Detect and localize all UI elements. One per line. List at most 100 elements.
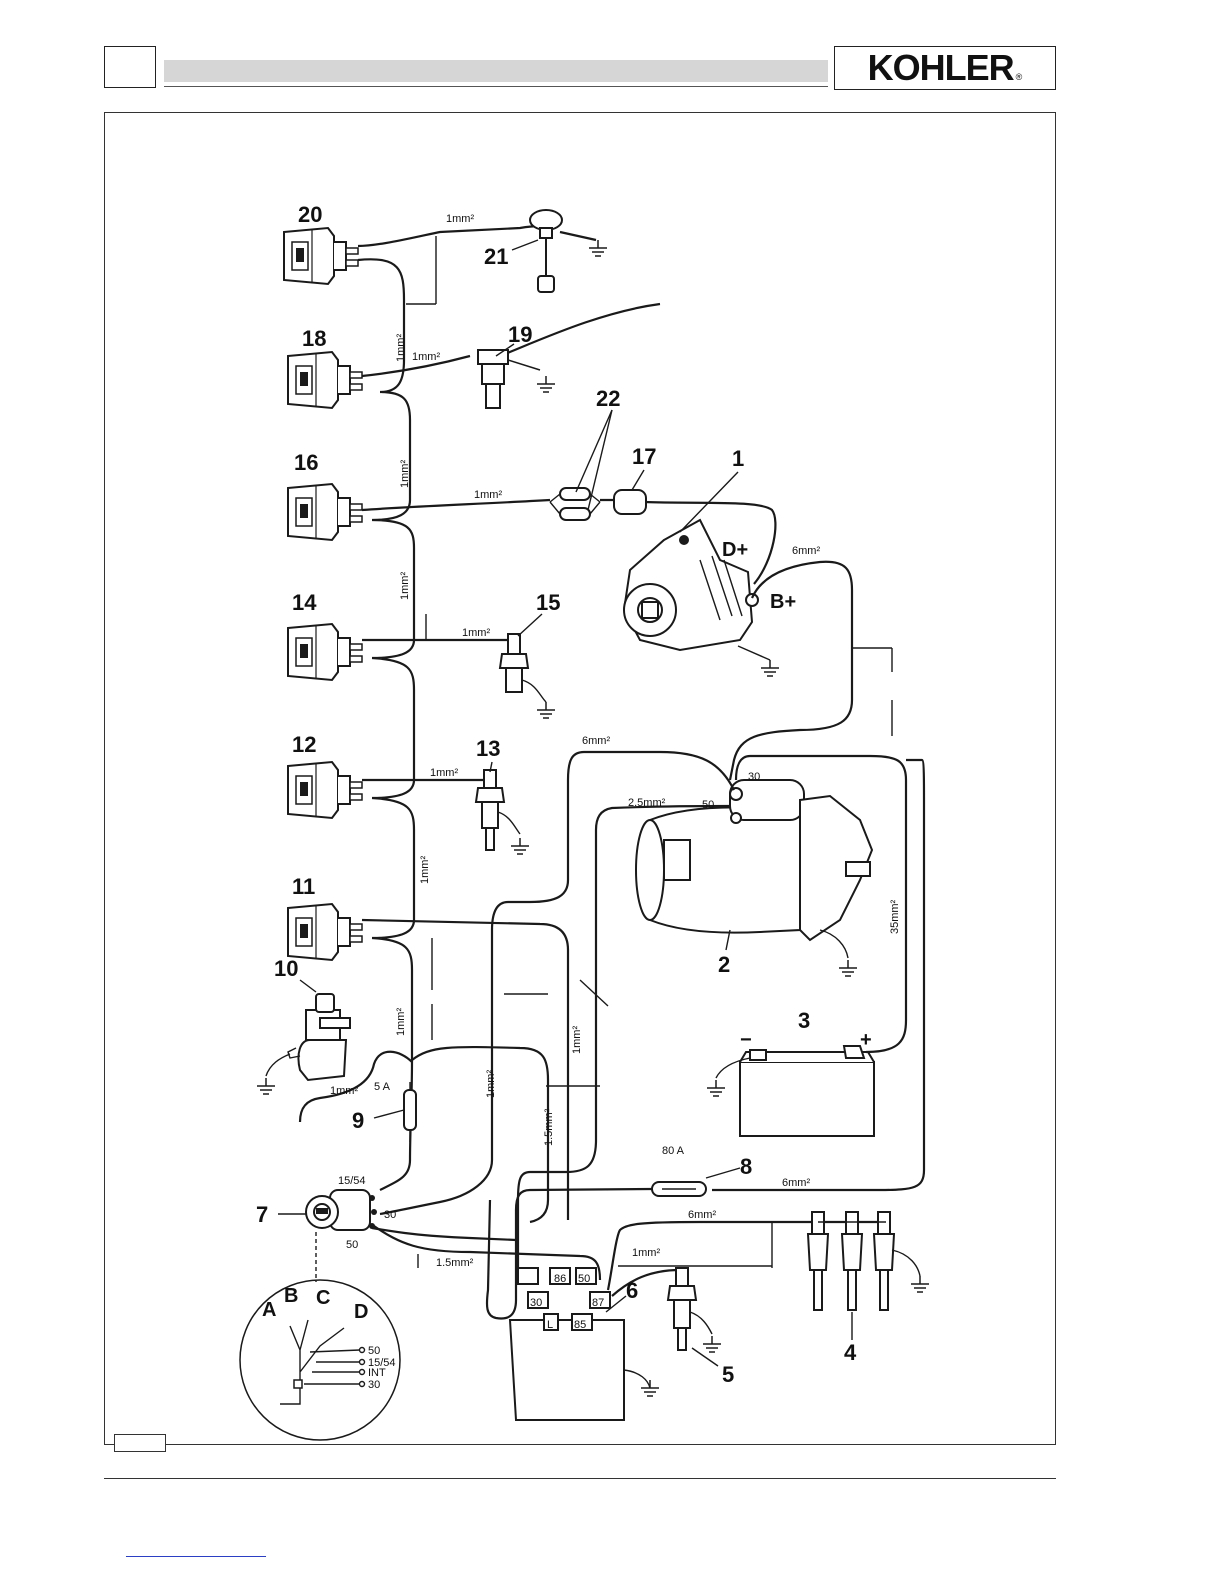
ground-icon xyxy=(761,660,779,676)
wire-label: 1mm² xyxy=(485,1070,497,1098)
relay-30-terminal: 30 xyxy=(530,1297,542,1309)
label-2: 2 xyxy=(718,952,730,977)
wire-label: 1mm² xyxy=(395,334,407,362)
relay-87-terminal: 87 xyxy=(592,1297,604,1309)
key-1554-terminal: 15/54 xyxy=(338,1175,366,1187)
ground-icon xyxy=(703,1336,721,1352)
wire-label: 6mm² xyxy=(688,1209,716,1221)
wire-label: 1mm² xyxy=(462,627,490,639)
leader-21 xyxy=(512,240,538,250)
wire-label: 1.5mm² xyxy=(543,1108,555,1146)
fuel-level-sender-21 xyxy=(530,210,562,292)
wire-label: 1mm² xyxy=(399,460,411,488)
relay-85-terminal: 85 xyxy=(574,1319,586,1331)
wire-label: 1.5mm² xyxy=(436,1257,474,1269)
ground-icon xyxy=(707,1080,725,1096)
key-terminal-30: 30 xyxy=(368,1379,380,1391)
wire-label: 1mm² xyxy=(446,213,474,225)
leader-17 xyxy=(632,470,644,490)
key-30-terminal: 30 xyxy=(384,1209,396,1221)
alternator-d-terminal: D+ xyxy=(722,539,748,561)
leader-10 xyxy=(300,980,316,992)
wire-label: 1mm² xyxy=(632,1247,660,1259)
wire-label: 6mm² xyxy=(792,545,820,557)
alternator-b-terminal: B+ xyxy=(770,591,796,613)
gauge-18 xyxy=(288,352,362,408)
ground-icon xyxy=(839,960,857,976)
wire-label: 1mm² xyxy=(571,1026,583,1054)
label-18: 18 xyxy=(302,326,326,351)
key-position-d: D xyxy=(354,1301,368,1323)
ground-icon xyxy=(911,1276,929,1292)
wire-9-relay xyxy=(412,1047,548,1222)
ground-icon xyxy=(511,838,529,854)
key-position-b: B xyxy=(284,1285,298,1307)
ground-icon xyxy=(537,376,555,392)
label-17: 17 xyxy=(632,444,656,469)
label-20: 20 xyxy=(298,202,322,227)
ground-icon xyxy=(537,702,555,718)
fuse-8-rating: 80 A xyxy=(662,1145,685,1157)
ground-icon xyxy=(257,1078,275,1094)
wire-tick xyxy=(580,980,608,1006)
fuse-8 xyxy=(652,1182,706,1196)
fuse-9 xyxy=(404,1082,416,1142)
oil-pressure-switch-15 xyxy=(500,634,546,702)
solenoid-10 xyxy=(288,994,350,1080)
label-11: 11 xyxy=(292,874,315,899)
label-4: 4 xyxy=(844,1340,857,1365)
gauge-12 xyxy=(288,762,362,818)
key-switch-7 xyxy=(306,1190,377,1230)
glow-plugs-4 xyxy=(808,1212,920,1310)
temperature-switch-13 xyxy=(476,770,520,850)
fuse-9-rating: 5 A xyxy=(374,1081,391,1093)
relay-50-terminal: 50 xyxy=(578,1273,590,1285)
battery-3 xyxy=(740,1046,874,1136)
wire-11-relay xyxy=(362,920,568,1220)
label-14: 14 xyxy=(292,590,317,615)
leader-9 xyxy=(374,1110,404,1118)
label-8: 8 xyxy=(740,1154,752,1179)
resistor-17 xyxy=(614,490,646,514)
label-15: 15 xyxy=(536,590,560,615)
temperature-sender-19 xyxy=(478,350,540,408)
temperature-sensor-5 xyxy=(668,1268,712,1350)
relay-l-terminal: L xyxy=(547,1319,553,1331)
wire-10-ground xyxy=(266,1054,290,1076)
label-7: 7 xyxy=(256,1202,268,1227)
key-terminal-50: 50 xyxy=(368,1345,380,1357)
leader-8 xyxy=(706,1168,740,1178)
wire-label: 35mm² xyxy=(889,899,901,934)
label-21: 21 xyxy=(484,244,508,269)
label-22: 22 xyxy=(596,386,620,411)
label-6: 6 xyxy=(626,1278,638,1303)
wire-label: 1mm² xyxy=(330,1085,358,1097)
key-position-a: A xyxy=(262,1299,276,1321)
label-19: 19 xyxy=(508,322,532,347)
gauge-14 xyxy=(288,624,362,680)
label-12: 12 xyxy=(292,732,316,757)
gauge-16 xyxy=(288,484,362,540)
wire-label: 6mm² xyxy=(582,735,610,747)
wire-label: 1mm² xyxy=(399,572,411,600)
glow-relay-6 xyxy=(510,1268,624,1420)
starter-50-terminal: 50 xyxy=(702,799,714,811)
ground-icon xyxy=(641,1380,659,1396)
leader-22b xyxy=(588,410,612,510)
leader-22a xyxy=(576,410,612,492)
wire-label: 1mm² xyxy=(419,856,431,884)
leader-15 xyxy=(518,614,542,636)
label-3: 3 xyxy=(798,1008,810,1033)
label-10: 10 xyxy=(274,956,298,981)
harness-trunk xyxy=(358,259,414,1190)
label-5: 5 xyxy=(722,1362,734,1387)
key-position-c: C xyxy=(316,1287,330,1309)
battery-plus-terminal: + xyxy=(860,1029,872,1051)
wire-label: 6mm² xyxy=(782,1177,810,1189)
key-terminal-int: INT xyxy=(368,1367,386,1379)
label-9: 9 xyxy=(352,1108,364,1133)
relay-86-terminal: 86 xyxy=(554,1273,566,1285)
gauge-11 xyxy=(288,904,362,960)
key-50-terminal: 50 xyxy=(346,1239,358,1251)
